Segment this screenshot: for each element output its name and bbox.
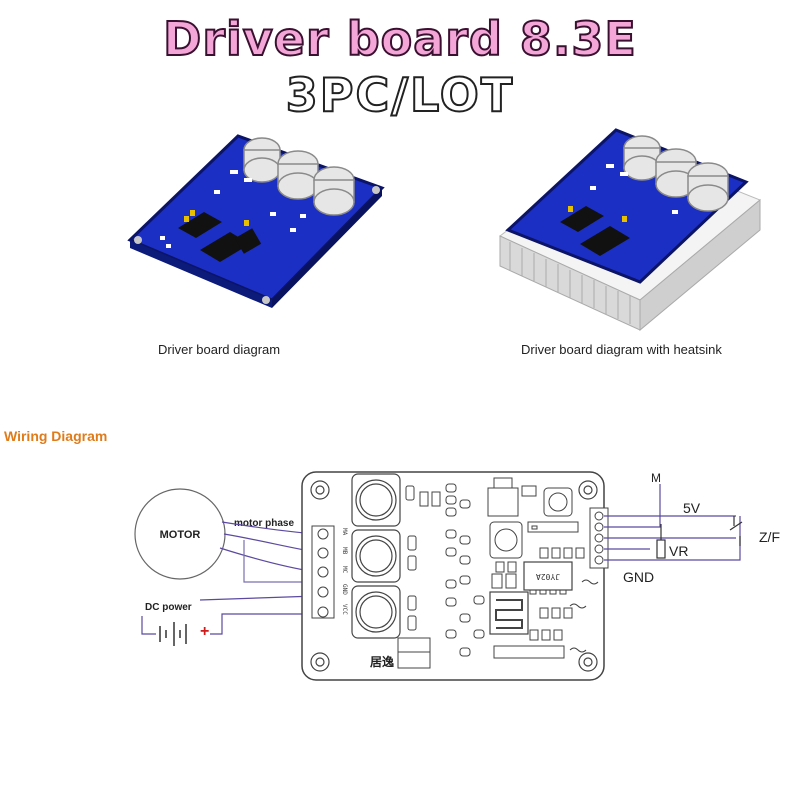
pin-ma: MA — [341, 528, 348, 536]
mounting-holes — [310, 480, 598, 672]
battery-symbol — [159, 622, 187, 646]
board-logo: 居逸 — [370, 654, 394, 669]
plus-sign: + — [200, 623, 209, 640]
driver-board-image — [127, 134, 385, 308]
zf-label: Z/F — [759, 529, 780, 545]
board-components — [397, 477, 585, 669]
5v-label: 5V — [683, 500, 701, 516]
m-label: M — [651, 471, 661, 485]
chip-label: JY02A — [536, 572, 560, 581]
board-caption: Driver board diagram — [158, 342, 281, 357]
page-subtitle: 3PC/LOT — [285, 67, 515, 123]
page-title: Driver board 8.3E — [162, 11, 637, 67]
wiring-diagram: MOTOR motor phase DC power + — [134, 471, 780, 681]
vr-label: VR — [669, 543, 688, 559]
pin-mc: MC — [341, 566, 348, 574]
driver-board-heatsink-image — [499, 128, 761, 332]
pin-gnd: GND — [341, 584, 348, 595]
pin-vcc: VCC — [341, 604, 348, 615]
pin-mb: MB — [341, 547, 348, 555]
capacitors — [351, 473, 401, 639]
motor-phase-label: motor phase — [234, 518, 294, 529]
gnd-label: GND — [623, 569, 654, 585]
control-wires — [604, 484, 743, 561]
dc-power-label: DC power — [145, 602, 192, 613]
motor-label: MOTOR — [160, 529, 201, 541]
phase-terminal-block — [311, 525, 335, 619]
main-chip — [523, 561, 573, 591]
wiring-heading: Wiring Diagram — [4, 428, 108, 444]
heatsink-caption: Driver board diagram with heatsink — [521, 342, 722, 357]
trimmer-symbols — [569, 579, 599, 653]
